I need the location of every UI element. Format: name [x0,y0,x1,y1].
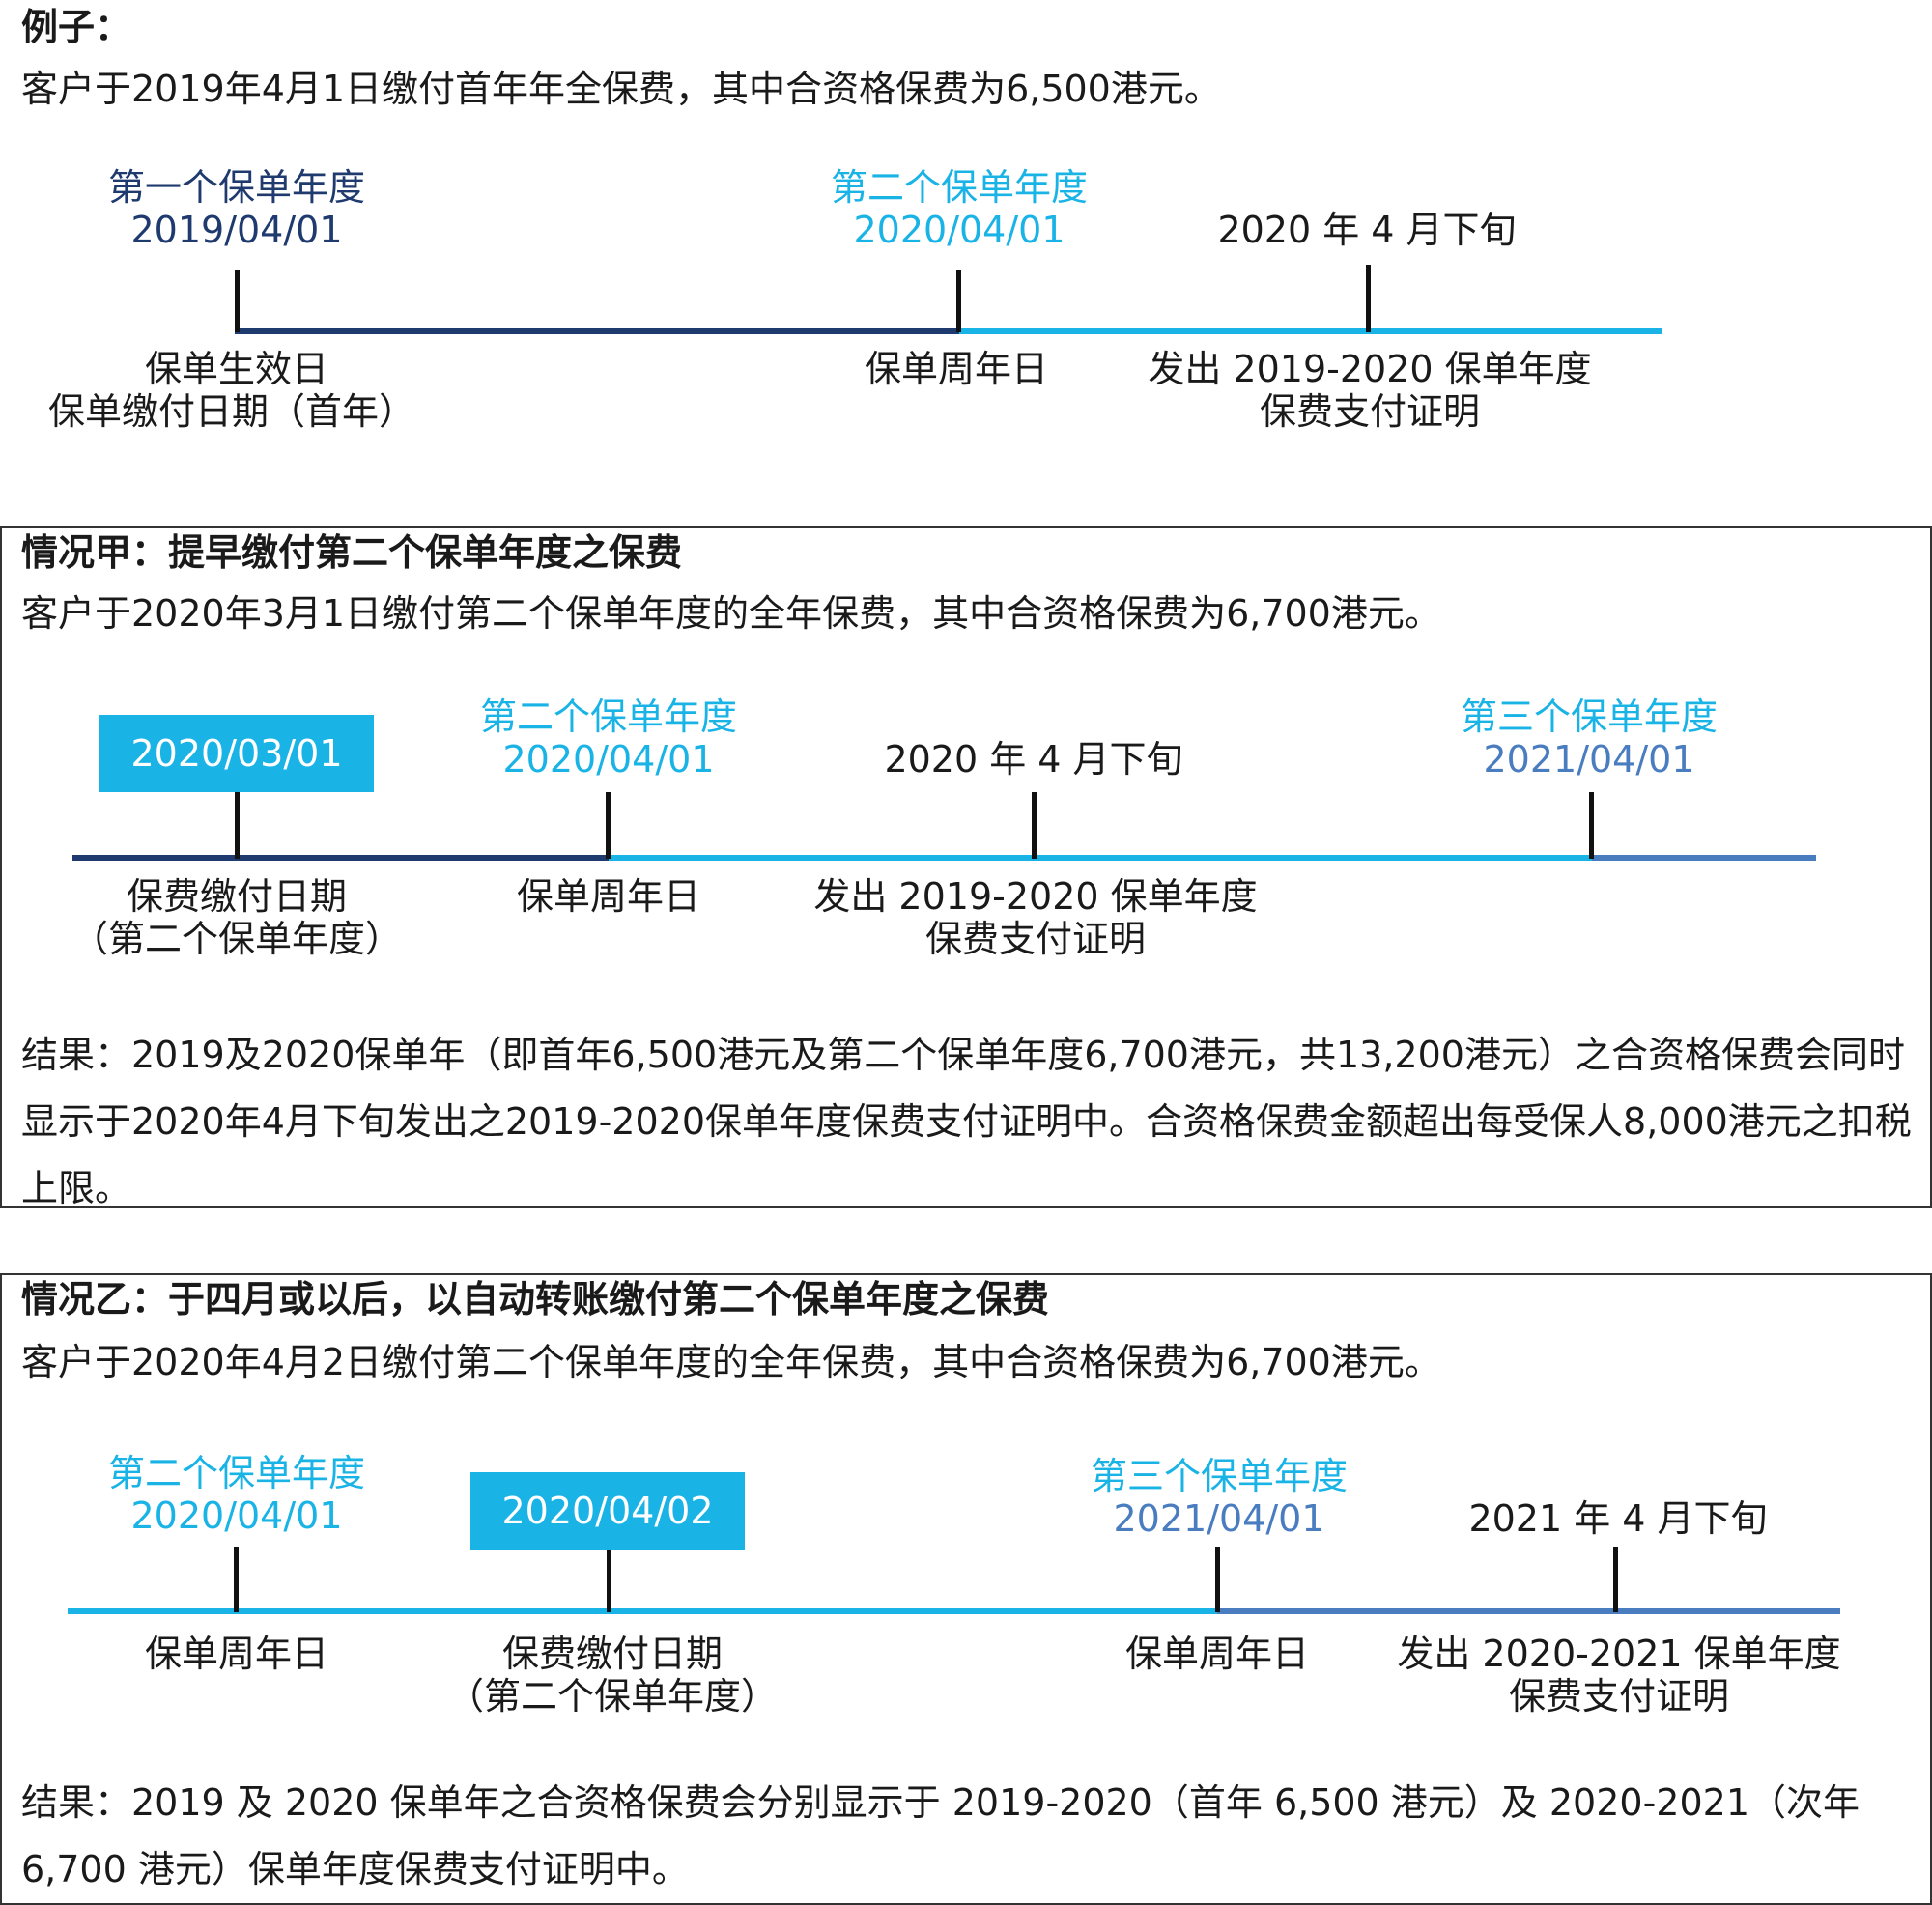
case-a-tick-anniversary [606,792,611,859]
case-b-late-april: 2021 年 4 月下旬 [1468,1497,1768,1540]
case-b-label-year3: 第三个保单年度 [1090,1455,1349,1497]
case-a-heading: 情况甲：提早缴付第二个保单年度之保费 [21,531,683,574]
case-b-below-payment-1: 保费缴付日期 [501,1633,724,1675]
case-a-tick-late-april [1032,792,1037,859]
case-a-timeline-year2 [609,855,1592,861]
below-effective-2: 保单缴付日期（首年） [47,390,416,433]
case-a-late-april: 2020 年 4 月下旬 [884,738,1183,781]
case-b-below-cert-1: 发出 2020-2021 保单年度 [1397,1633,1841,1675]
date-year2: 2020/04/01 [853,209,1065,251]
case-a-payment-date-badge: 2020/03/01 [99,715,374,792]
case-a-label-year3: 第三个保单年度 [1460,696,1719,738]
case-a-tick-year3 [1589,792,1594,859]
tick-late-april [1366,265,1371,332]
below-cert-2: 保费支付证明 [1259,390,1481,433]
case-b-tick-anniversary-1 [234,1547,239,1612]
date-year1: 2019/04/01 [130,209,343,251]
below-cert-1: 发出 2019-2020 保单年度 [1148,348,1592,390]
case-a-label-year2: 第二个保单年度 [479,696,738,738]
case-b-timeline-year3 [1217,1608,1840,1614]
case-b-below-payment-2: （第二个保单年度） [446,1675,779,1718]
case-b-payment-date-badge: 2020/04/02 [470,1472,745,1550]
case-a-box [0,526,1932,1208]
case-a-description: 客户于2020年3月1日缴付第二个保单年度的全年保费，其中合资格保费为6,700… [21,592,1441,635]
case-b-tick-anniversary-2 [1215,1547,1220,1612]
case-a-timeline-year3 [1592,855,1816,861]
case-a-below-payment-2: （第二个保单年度） [71,918,403,960]
case-b-tick-late-april [1613,1547,1618,1612]
timeline-year2-segment [959,328,1662,334]
case-b-below-anniversary-2: 保单周年日 [1124,1633,1310,1675]
label-year1: 第一个保单年度 [107,166,366,209]
example-heading: 例子： [21,6,132,48]
case-b-description: 客户于2020年4月2日缴付第二个保单年度的全年保费，其中合资格保费为6,700… [21,1341,1441,1383]
case-a-timeline-year1 [72,855,609,861]
timeline-year1-segment [235,328,959,334]
case-a-tick-payment [235,792,240,859]
case-a-result: 结果：2019及2020保单年（即首年6,500港元及第二个保单年度6,700港… [21,1034,1912,1209]
below-effective-1: 保单生效日 [144,348,329,390]
case-b-tick-payment [607,1550,611,1612]
case-b-heading: 情况乙：于四月或以后，以自动转账缴付第二个保单年度之保费 [21,1278,1050,1321]
case-b-date-year2: 2020/04/01 [130,1494,343,1537]
case-b-timeline-year2 [68,1608,1217,1614]
case-b-below-cert-2: 保费支付证明 [1508,1675,1730,1718]
case-b-result: 结果：2019 及 2020 保单年之合资格保费会分别显示于 2019-2020… [21,1781,1861,1891]
tick-effective-date [235,270,240,332]
case-a-below-cert-2: 保费支付证明 [924,918,1147,960]
tick-anniversary [956,270,961,332]
case-b-box [0,1273,1932,1905]
case-a-below-payment-1: 保费缴付日期 [126,875,348,918]
case-a-below-cert-1: 发出 2019-2020 保单年度 [813,875,1258,918]
case-b-label-year2: 第二个保单年度 [107,1452,366,1494]
case-b-date-year3: 2021/04/01 [1113,1497,1325,1540]
label-year2: 第二个保单年度 [830,166,1089,209]
case-a-below-anniversary: 保单周年日 [516,875,701,918]
case-b-below-anniversary-1: 保单周年日 [144,1633,329,1675]
below-anniversary: 保单周年日 [864,348,1049,390]
late-april-label: 2020 年 4 月下旬 [1217,209,1517,251]
case-a-date-year3: 2021/04/01 [1483,738,1695,781]
case-a-date-year2: 2020/04/01 [502,738,715,781]
example-description: 客户于2019年4月1日缴付首年年全保费，其中合资格保费为6,500港元。 [21,68,1221,110]
